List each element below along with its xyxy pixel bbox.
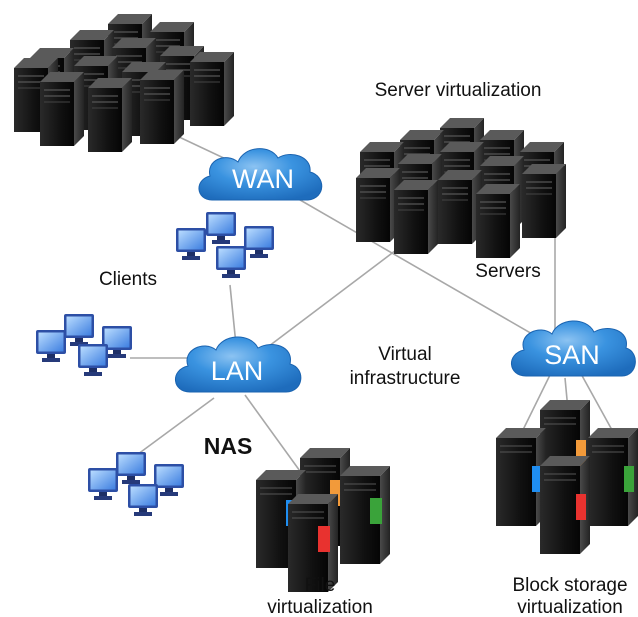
label-block-virtualization: virtualization — [517, 597, 623, 617]
line-wan-san — [261, 177, 561, 351]
clients-middle-group — [36, 314, 132, 376]
lan-cloud: LAN — [175, 336, 302, 393]
san-cloud: SAN — [511, 320, 636, 377]
label-file-virtualization: virtualization — [267, 597, 373, 617]
line-lan-clients-bottom — [129, 397, 215, 461]
san-label: SAN — [544, 340, 600, 370]
label-servers: Servers — [475, 261, 540, 282]
label-clients: Clients — [99, 269, 157, 290]
block-storage-group — [495, 399, 638, 555]
datacenter-server-cluster — [13, 13, 235, 153]
label-infrastructure: infrastructure — [350, 368, 461, 389]
label-nas: NAS — [204, 433, 253, 459]
clients-top-group — [176, 212, 274, 278]
lan-label: LAN — [211, 356, 264, 386]
label-file: File — [305, 575, 336, 596]
label-server-virtualization: Server virtualization — [375, 80, 542, 101]
label-virtual: Virtual — [378, 344, 432, 365]
servers-cluster — [355, 117, 567, 259]
wan-label: WAN — [232, 164, 294, 194]
wan-cloud: WAN — [198, 148, 323, 201]
connection-lines — [129, 127, 613, 479]
label-block-storage: Block storage — [512, 575, 627, 596]
line-clients-top-lan — [229, 284, 237, 346]
clients-bottom-group — [88, 452, 184, 516]
line-san-storage-3 — [579, 371, 613, 431]
nas-storage-group — [255, 447, 391, 593]
line-lan-nas — [244, 394, 306, 479]
